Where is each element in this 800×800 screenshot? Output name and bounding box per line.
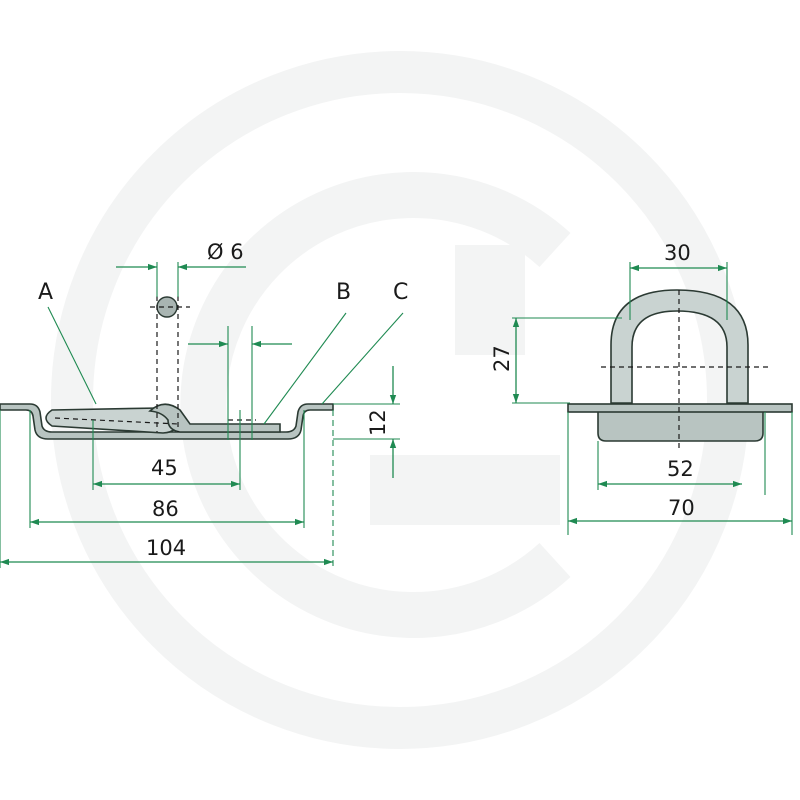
dim-45-label: 45 [151,456,178,480]
side-view: Ø 6 12 45 86 104 A B C [0,240,408,568]
dim-104-label: 104 [146,536,186,560]
dim-30-label: 30 [664,241,691,265]
dim-70-label: 70 [668,496,695,520]
front-view: 30 27 52 70 [490,241,793,535]
dim-86-label: 86 [152,497,179,521]
dim-27-label: 27 [490,345,514,372]
callout-b: B [336,280,351,305]
callout-c: C [393,280,408,305]
dim-dia6-label: Ø 6 [207,240,244,264]
callout-a: A [38,280,53,305]
pocket [597,410,764,442]
u-loop [610,289,749,404]
hinge-b [148,403,281,433]
dim-52-label: 52 [667,457,694,481]
dim-12-label: 12 [366,409,390,436]
plate-front [567,403,793,413]
